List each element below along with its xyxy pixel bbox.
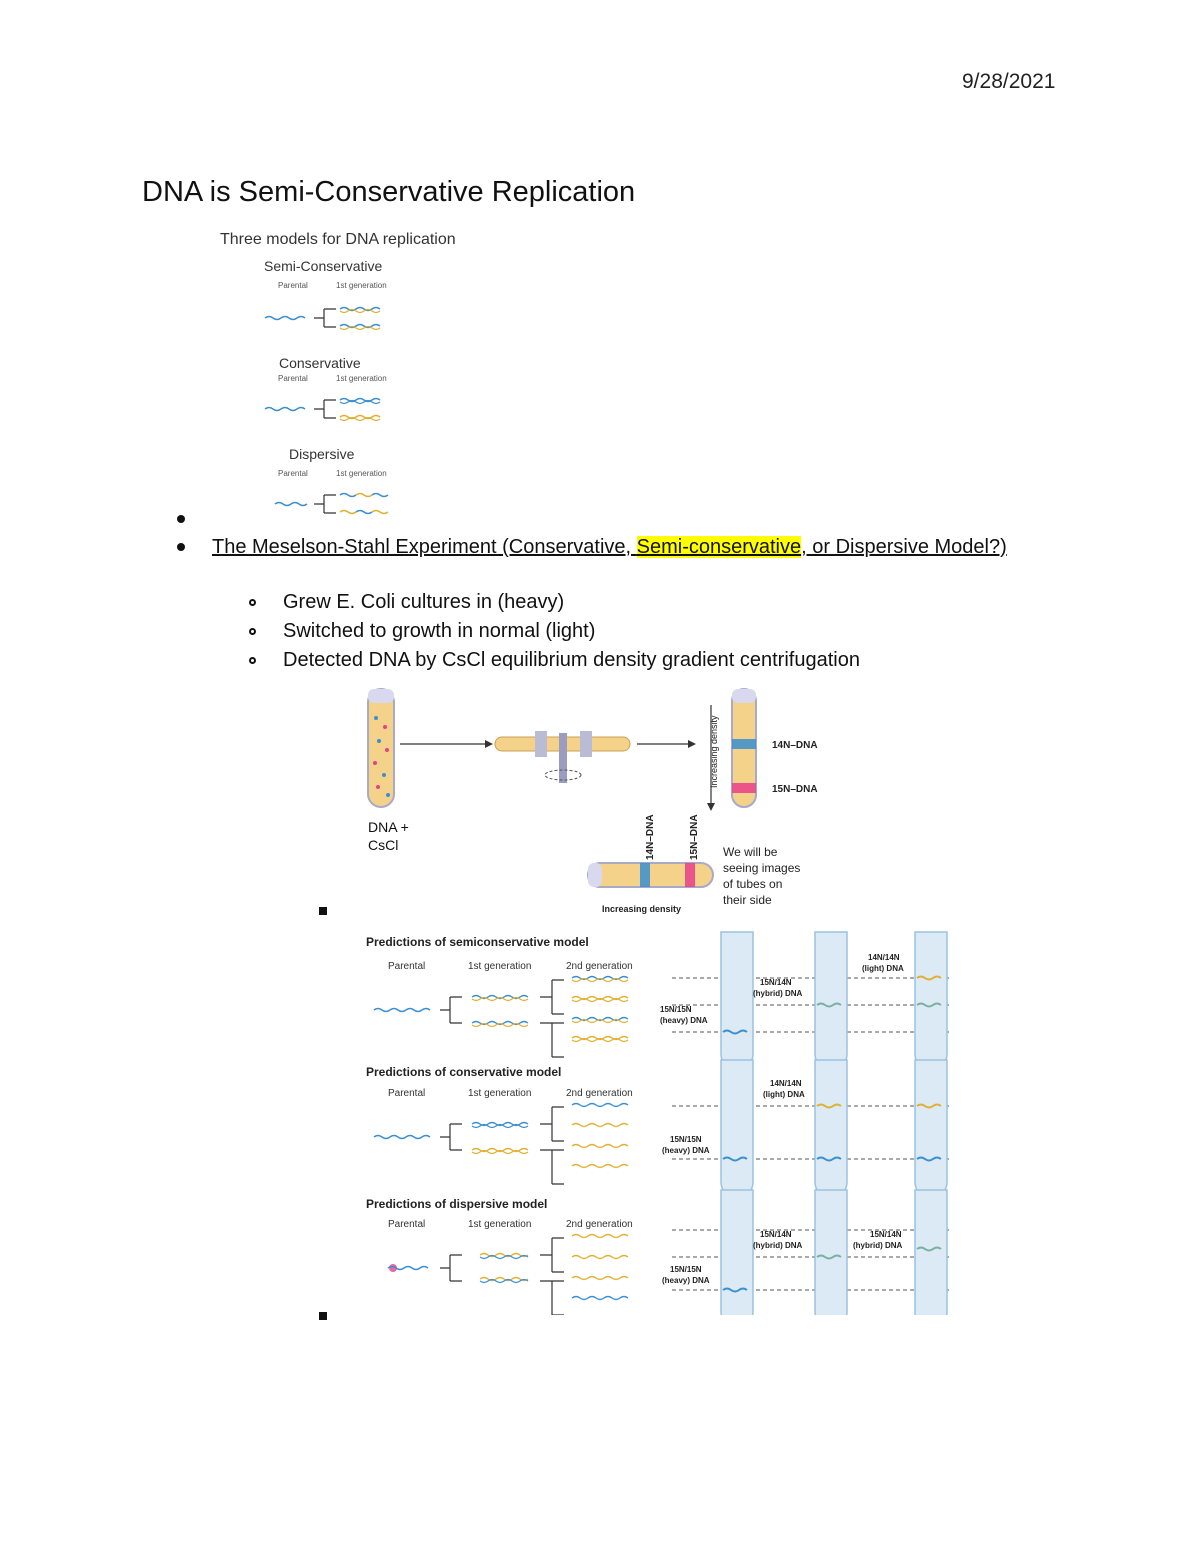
- cons-light-label-2: (light) DNA: [763, 1090, 805, 1099]
- predictions-figure: Predictions of semiconservative model Pa…: [366, 931, 950, 1315]
- centrifuge-rotor: [494, 731, 631, 783]
- semi-heavy-label-1: 15N/15N: [660, 1005, 692, 1014]
- bullet-square: [319, 907, 327, 915]
- page-title: DNA is Semi-Conservative Replication: [142, 176, 636, 208]
- disp-hybrid1-label-1: 15N/14N: [760, 1230, 792, 1239]
- conservative-title: Predictions of conservative model: [366, 1065, 561, 1079]
- horizontal-tube: [587, 862, 714, 888]
- experiment-text-post: , or Dispersive Model?): [801, 536, 1007, 558]
- disp-hybrid2-label-2: (hybrid) DNA: [853, 1241, 903, 1250]
- model-parental-label: Parental: [278, 469, 308, 478]
- centrifuge-figure: Increasing density 14N–DNA 15N–DNA 14N–D…: [367, 688, 818, 914]
- semiconservative-predictions: Predictions of semiconservative model Pa…: [366, 931, 950, 1071]
- csc-tube: [367, 688, 395, 808]
- increasing-density-horizontal: Increasing density: [602, 904, 681, 914]
- experiment-highlight: Semi-conservative: [636, 536, 802, 558]
- meselson-stahl-item: The Meselson-Stahl Experiment (Conservat…: [212, 533, 1012, 561]
- disp-hybrid2-label-1: 15N/14N: [870, 1230, 902, 1239]
- bullet-circle: [249, 599, 256, 606]
- col-parental: Parental: [388, 1219, 425, 1230]
- result-tube: [731, 688, 757, 808]
- bullet-square: [319, 1312, 327, 1320]
- semi-title: Predictions of semiconservative model: [366, 935, 589, 949]
- model-label-semi: Semi-Conservative: [264, 258, 383, 274]
- n14-dna-label: 14N–DNA: [772, 740, 818, 751]
- bullet-circle: [249, 628, 256, 635]
- dna-cscl-label: DNA + CsCl: [368, 819, 409, 853]
- model-label-conservative: Conservative: [279, 355, 361, 371]
- bullet-empty: [177, 515, 185, 523]
- semi-conservative-diagram: [264, 306, 381, 331]
- model-generation-label: 1st generation: [336, 469, 387, 478]
- col-parental: Parental: [388, 1088, 425, 1099]
- bullet-circle: [249, 657, 256, 664]
- disp-hybrid1-label-2: (hybrid) DNA: [753, 1241, 803, 1250]
- model-generation-label: 1st generation: [336, 281, 387, 290]
- col-second: 2nd generation: [566, 961, 633, 972]
- semi-heavy-label-2: (heavy) DNA: [660, 1016, 708, 1025]
- bullet-disc: [177, 543, 185, 551]
- semi-light-label-2: (light) DNA: [862, 964, 904, 973]
- increasing-density-vertical: Increasing density: [709, 715, 719, 788]
- col-first: 1st generation: [468, 1219, 531, 1230]
- dispersive-diagram: [274, 492, 389, 515]
- page-date: 9/28/2021: [962, 70, 1056, 93]
- models-figure-diagram: [264, 306, 389, 515]
- conservative-diagram: [264, 397, 381, 422]
- sub-item-light: Switched to growth in normal (light): [283, 620, 596, 642]
- models-figure-heading: Three models for DNA replication: [220, 231, 456, 248]
- dispersive-title: Predictions of dispersive model: [366, 1197, 547, 1211]
- col-second: 2nd generation: [566, 1219, 633, 1230]
- n15-dna-vertical-label: 15N–DNA: [689, 814, 700, 860]
- sub-item-heavy: Grew E. Coli cultures in (heavy): [283, 591, 565, 613]
- dispersive-predictions: Predictions of dispersive model Parental…: [366, 1189, 950, 1315]
- semi-hybrid-label-2: (hybrid) DNA: [753, 989, 803, 998]
- model-parental-label: Parental: [278, 374, 308, 383]
- n14-dna-vertical-label: 14N–DNA: [645, 814, 656, 860]
- col-first: 1st generation: [468, 1088, 531, 1099]
- semi-hybrid-label-1: 15N/14N: [760, 978, 792, 987]
- col-second: 2nd generation: [566, 1088, 633, 1099]
- semi-light-label-1: 14N/14N: [868, 953, 900, 962]
- n15-dna-label: 15N–DNA: [772, 784, 818, 795]
- experiment-text-pre: The Meselson-Stahl Experiment (Conservat…: [212, 536, 637, 558]
- model-parental-label: Parental: [278, 281, 308, 290]
- cons-light-label-1: 14N/14N: [770, 1079, 802, 1088]
- model-generation-label: 1st generation: [336, 374, 387, 383]
- col-first: 1st generation: [468, 961, 531, 972]
- col-parental: Parental: [388, 961, 425, 972]
- cons-heavy-label-1: 15N/15N: [670, 1135, 702, 1144]
- disp-heavy-label-2: (heavy) DNA: [662, 1276, 710, 1285]
- disp-heavy-label-1: 15N/15N: [670, 1265, 702, 1274]
- cons-heavy-label-2: (heavy) DNA: [662, 1146, 710, 1155]
- tubes-side-note: We will be seeing images of tubes on the…: [723, 845, 801, 907]
- conservative-predictions: Predictions of conservative model Parent…: [366, 1059, 950, 1199]
- sub-item-detect: Detected DNA by CsCl equilibrium density…: [283, 649, 860, 671]
- model-label-dispersive: Dispersive: [289, 446, 355, 462]
